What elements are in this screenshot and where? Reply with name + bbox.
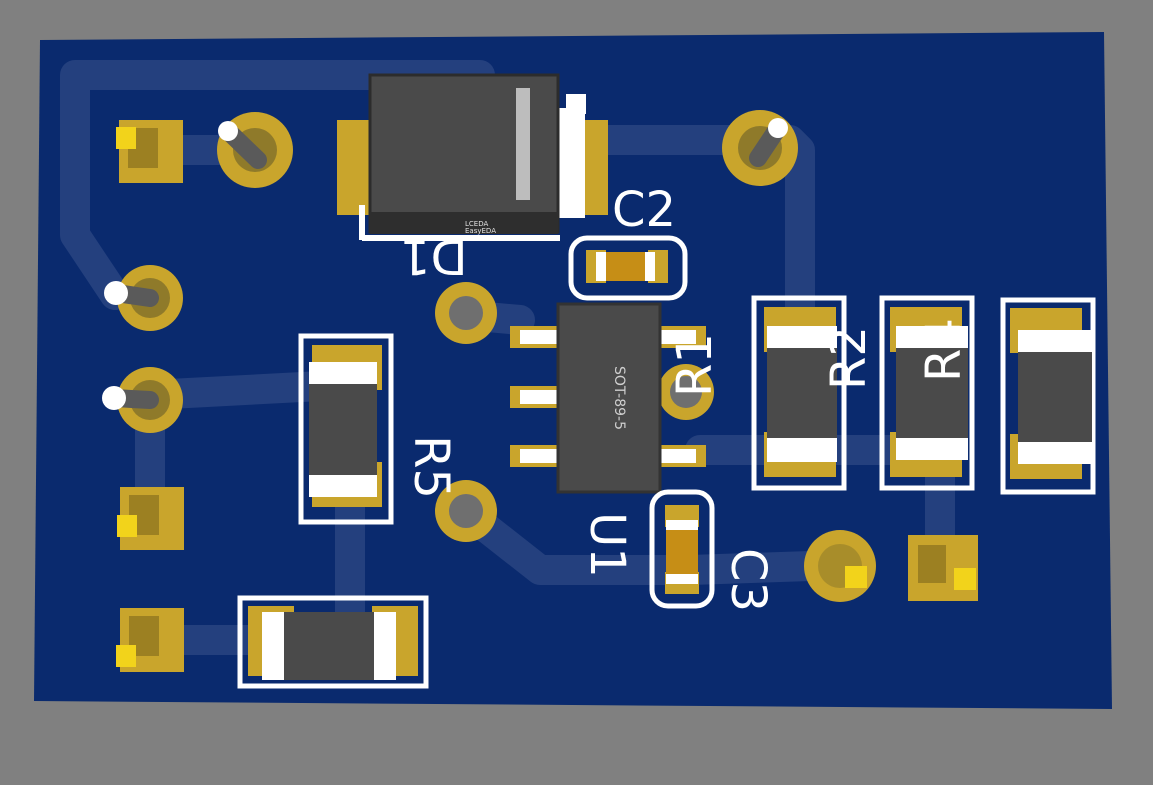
round-pad-5: [804, 530, 876, 602]
regulator-package-label: SOT-89-5: [611, 366, 627, 430]
capacitor-c3: [649, 489, 715, 609]
designator-c3: C3: [720, 548, 776, 612]
resistor-r5: [298, 333, 394, 525]
diode-logo-line2: EasyEDA: [465, 227, 496, 235]
regulator-u1: [510, 302, 706, 494]
via-3: [658, 364, 714, 420]
capacitor-c2: [568, 235, 688, 301]
round-pad-2: [722, 110, 798, 186]
round-pad-4: [102, 367, 183, 433]
via-1: [435, 282, 497, 344]
resistor-r2: [751, 295, 847, 491]
header-pin-3: [116, 608, 184, 672]
round-pad-1: [217, 112, 293, 188]
designator-c2: C2: [612, 182, 676, 238]
designator-r5: R5: [403, 435, 459, 499]
designator-u1: U1: [579, 512, 635, 578]
diode-d1: [337, 73, 608, 241]
designator-r1: R1: [667, 333, 723, 397]
resistor-r4: [879, 295, 975, 491]
header-pin-4: [908, 535, 978, 601]
designator-r2: R2: [821, 326, 877, 390]
header-pin-1: [116, 120, 183, 183]
designator-r4: R4: [916, 318, 972, 382]
round-pad-3: [104, 265, 183, 331]
via-2: [435, 480, 497, 542]
designator-d1: D1: [400, 228, 468, 284]
header-pin-2: [117, 487, 184, 550]
resistor-bottom: [237, 595, 429, 689]
resistor-r3: [1000, 297, 1096, 495]
diode-logo-line1: LCEDA: [465, 220, 488, 228]
